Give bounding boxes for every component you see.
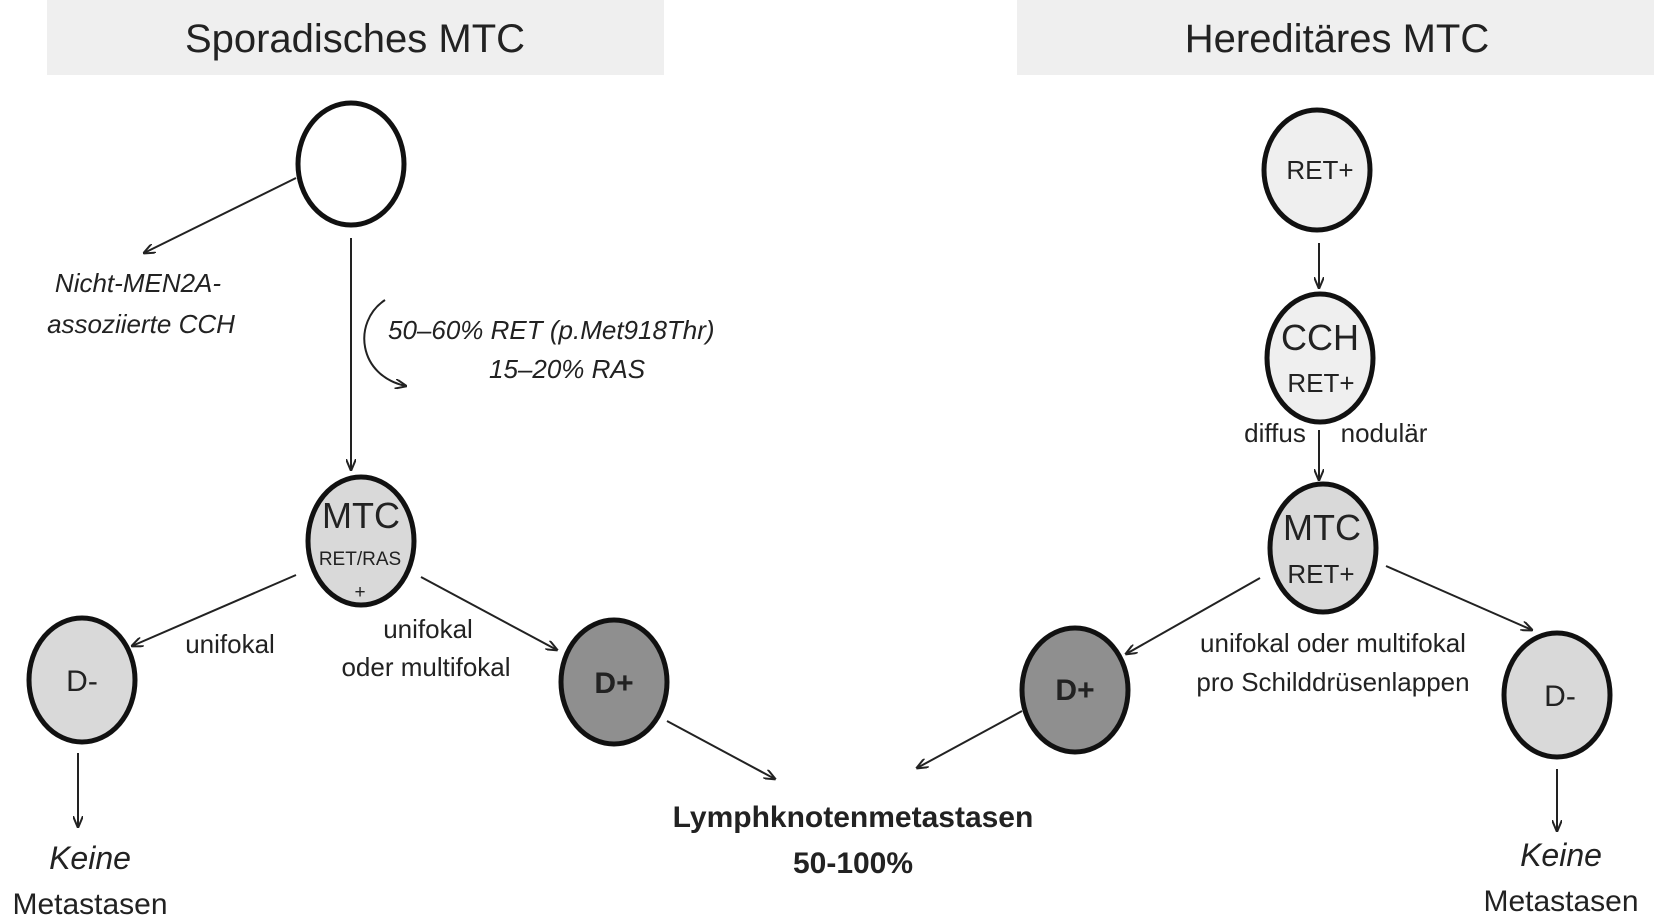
edge-mtc-to-dminus xyxy=(132,574,297,646)
mutation-line2: 15–20% RAS xyxy=(489,354,646,384)
mutation-line1: 50–60% RET (p.Met918Thr) xyxy=(388,315,715,345)
right-header-title: Hereditäres MTC xyxy=(1185,17,1490,61)
right-cch-node xyxy=(1264,291,1376,425)
label-unifokal-multi-1: unifokal xyxy=(383,614,473,644)
left-dplus-label: D+ xyxy=(594,667,633,700)
right-cch-title: CCH xyxy=(1281,317,1359,358)
left-dplus-node xyxy=(558,617,670,747)
right-metastasen: Metastasen xyxy=(1483,885,1638,918)
label-nodular: nodulär xyxy=(1341,418,1428,448)
left-dminus-label: D- xyxy=(66,665,98,698)
right-mtc-sub: RET+ xyxy=(1287,559,1354,589)
left-keine: Keine xyxy=(49,840,131,876)
right-dminus-node xyxy=(1501,630,1613,760)
cch-note-line1: Nicht-MEN2A- xyxy=(55,268,221,298)
left-mtc-sub2: + xyxy=(354,582,365,603)
edge-right-dplus-to-lymph xyxy=(917,710,1023,768)
left-header-box xyxy=(47,0,664,75)
label-unifokal: unifokal xyxy=(185,629,275,659)
right-mtc-node xyxy=(1267,481,1379,615)
left-header-title: Sporadisches MTC xyxy=(185,17,525,61)
right-dplus-node xyxy=(1019,625,1131,755)
left-mtc-node xyxy=(305,474,417,608)
right-mtc-title: MTC xyxy=(1283,507,1361,548)
right-desc-line2: pro Schilddrüsenlappen xyxy=(1196,667,1469,697)
right-desc-line1: unifokal oder multifokal xyxy=(1200,628,1466,658)
left-metastasen: Metastasen xyxy=(12,888,167,918)
label-unifokal-multi-2: oder multifokal xyxy=(341,652,510,682)
right-ret-node xyxy=(1261,107,1373,233)
edge-right-mtc-to-dminus xyxy=(1385,565,1532,630)
left-mtc-title: MTC xyxy=(322,495,400,536)
right-keine: Keine xyxy=(1520,837,1602,873)
right-ret-label: RET+ xyxy=(1286,155,1353,185)
right-header-box xyxy=(1017,0,1654,75)
right-dminus-label: D- xyxy=(1544,680,1576,713)
left-top-node xyxy=(295,100,407,228)
edge-left-dplus-to-lymph xyxy=(666,720,775,779)
left-mtc-sub1: RET/RAS xyxy=(319,549,401,570)
edge-right-mtc-to-dplus xyxy=(1126,577,1261,654)
lymph-line1: Lymphknotenmetastasen xyxy=(673,801,1034,834)
mutation-curve-arrow xyxy=(363,299,406,386)
right-dplus-label: D+ xyxy=(1055,674,1094,707)
right-cch-sub: RET+ xyxy=(1287,368,1354,398)
cch-note-line2: assoziierte CCH xyxy=(47,309,235,339)
edge-top-to-cch-note xyxy=(144,177,297,253)
lymph-line2: 50-100% xyxy=(793,847,913,880)
left-dminus-node xyxy=(26,615,138,745)
label-diffus: diffus xyxy=(1244,418,1306,448)
edge-mtc-to-dplus xyxy=(420,576,557,650)
